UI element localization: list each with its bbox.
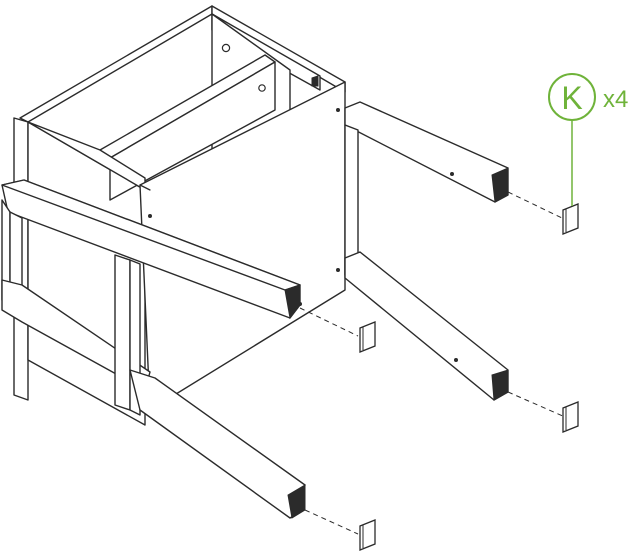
bracket-mark xyxy=(311,75,319,87)
guide-lines xyxy=(299,191,566,535)
felt-pad xyxy=(359,321,376,353)
cabinet-inner-left-rail xyxy=(27,121,146,191)
part-letter-label: K xyxy=(561,80,582,116)
hole-1 xyxy=(221,43,231,53)
leg-end-cap-upper xyxy=(491,167,509,203)
frame-mid-post xyxy=(114,254,131,411)
rail-end-cap xyxy=(284,284,301,320)
felt-pad xyxy=(359,519,376,551)
guide-line-3 xyxy=(507,391,566,418)
part-letter-circle xyxy=(548,73,596,121)
leg-end-cap-lower xyxy=(491,369,509,401)
hole-2 xyxy=(258,84,266,92)
left-frame xyxy=(1,179,306,519)
cabinet-front-panel xyxy=(139,81,346,411)
front-leg-diagonal xyxy=(129,369,306,519)
rear-leg-upper xyxy=(344,101,509,203)
felt-pad xyxy=(562,203,579,235)
guide-line-2 xyxy=(299,307,359,337)
part-callout: K x4 xyxy=(548,73,628,206)
guide-line-1 xyxy=(507,191,563,219)
guide-line-4 xyxy=(304,509,359,535)
felt-pad xyxy=(562,401,579,433)
part-quantity-label: x4 xyxy=(603,86,628,113)
right-legs xyxy=(344,101,509,401)
cabinet-inner-shelf xyxy=(109,61,276,201)
felt-pads xyxy=(359,203,579,551)
